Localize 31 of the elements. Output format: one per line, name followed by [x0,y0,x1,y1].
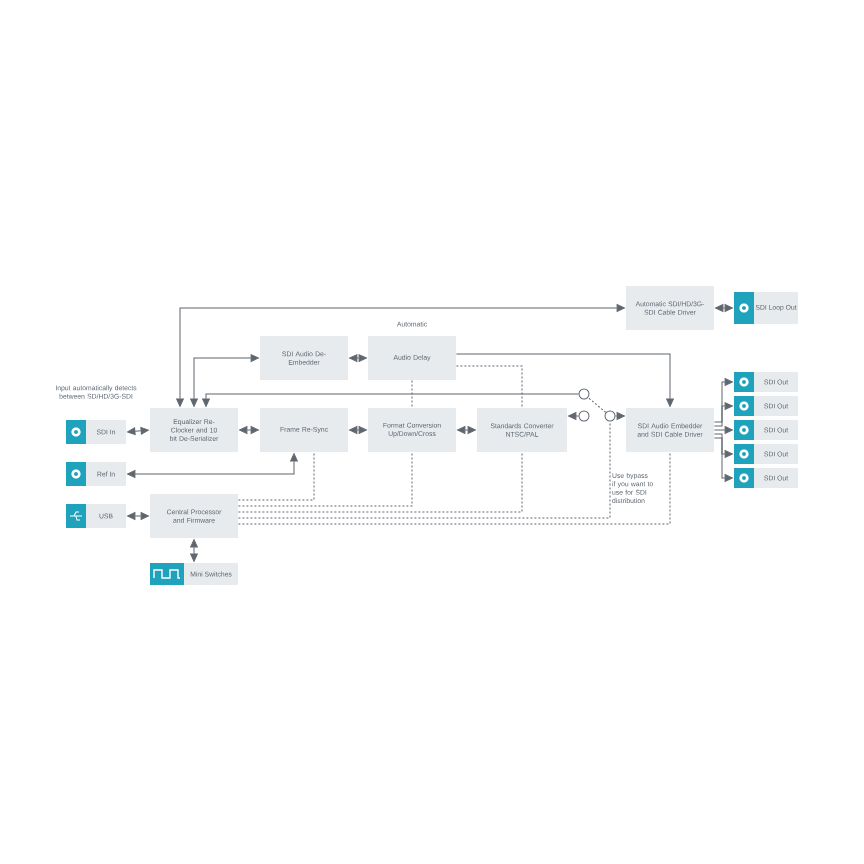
connector [127,426,149,436]
connector [237,451,671,525]
switch-contact [578,388,590,400]
connector [713,426,733,434]
connector [190,354,259,407]
connector [349,354,367,362]
connector [237,451,523,513]
connector [349,426,367,434]
connector [237,421,611,519]
connector [176,304,625,407]
connector [237,451,315,501]
connector [202,393,579,407]
connector [587,397,607,413]
connector [239,426,259,434]
connector [615,412,625,420]
connector [237,451,413,507]
connector [568,412,579,420]
connector [715,304,733,312]
connector [127,453,298,478]
connector [127,512,149,520]
connector [713,433,733,458]
connector [457,426,476,434]
connector [713,402,733,427]
connector [455,353,674,407]
switch-contact [604,410,616,422]
connector [411,379,413,409]
connector [713,437,733,482]
switch-contact [578,410,590,422]
connector [190,539,198,562]
connector [713,378,733,423]
connector [455,365,523,409]
